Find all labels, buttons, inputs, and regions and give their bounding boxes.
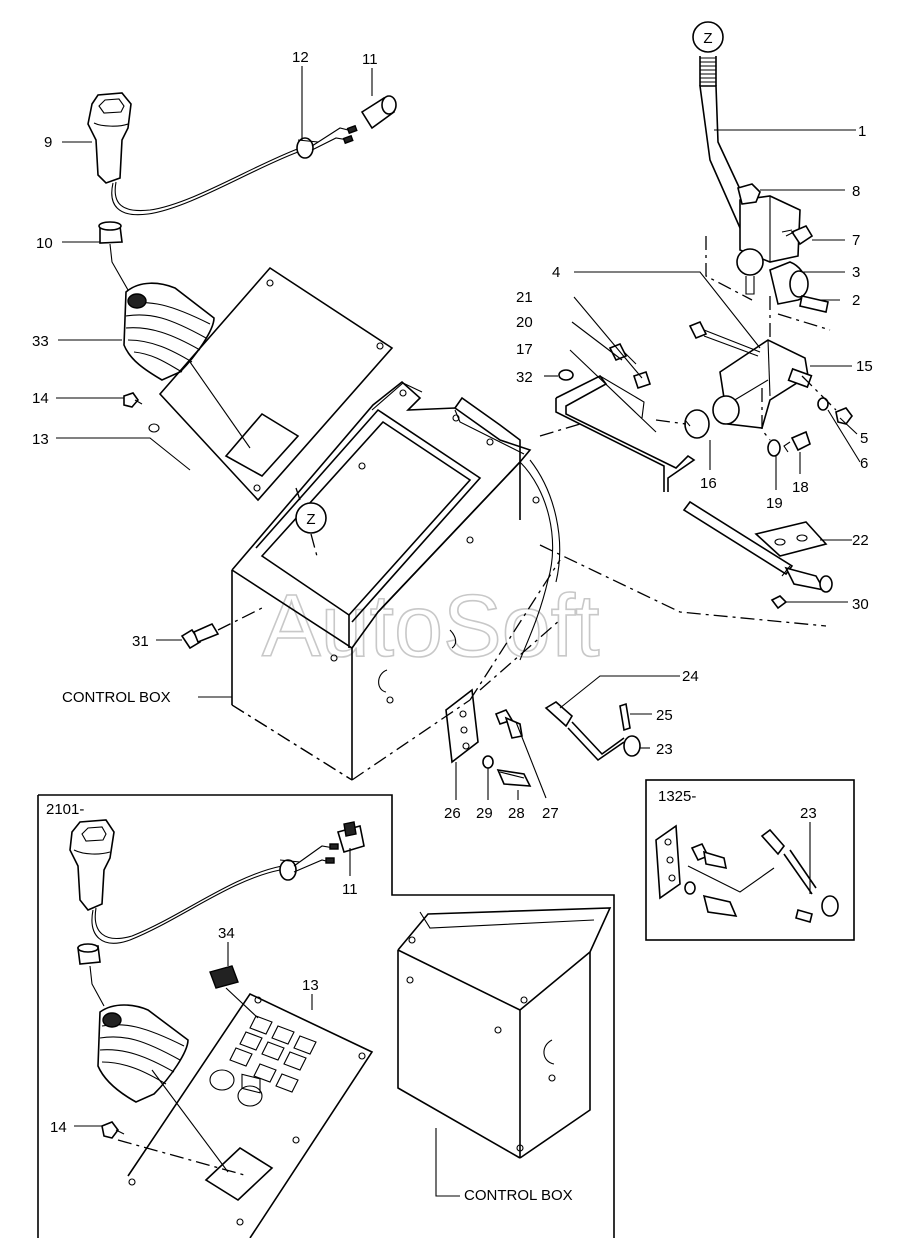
callout-5: 5 [860, 430, 868, 447]
lever-grip-assembly [87, 92, 397, 433]
callout-32: 32 [516, 369, 533, 386]
callout-17: 17 [516, 341, 533, 358]
callout-b23: 23 [800, 805, 817, 822]
callout-30: 30 [852, 596, 869, 613]
callout-26: 26 [444, 805, 461, 822]
variant-label-1325: 1325- [658, 788, 696, 805]
view-marker-top: Z [692, 21, 724, 53]
callout-11: 11 [362, 51, 378, 68]
callout-6: 6 [860, 455, 868, 472]
callout-2: 2 [852, 292, 860, 309]
callout-8: 8 [852, 183, 860, 200]
control-box [231, 380, 561, 781]
view-marker-top-label: Z [703, 30, 712, 47]
callout-b11: 11 [342, 881, 358, 898]
callout-33: 33 [32, 333, 49, 350]
callout-13: 13 [32, 431, 49, 448]
control-box-label-text-1: CONTROL BOX [62, 689, 171, 706]
callout-34: 34 [218, 925, 235, 942]
watermark-text: AutoSoft [262, 576, 600, 675]
bolt-31 [180, 607, 263, 650]
control-box-label-main: CONTROL BOX [62, 689, 232, 706]
callout-10: 10 [36, 235, 53, 252]
callout-21: 21 [516, 289, 533, 306]
callout-9: 9 [44, 134, 52, 151]
cover-plate [158, 266, 394, 502]
callout-b14: 14 [50, 1119, 67, 1136]
switch-plate-assembly [445, 559, 641, 787]
callout-14: 14 [32, 390, 49, 407]
callout-b13: 13 [302, 977, 319, 994]
callout-27: 27 [542, 805, 559, 822]
callout-25: 25 [656, 707, 673, 724]
control-box-label-variant: CONTROL BOX [435, 1128, 573, 1204]
callout-23: 23 [656, 741, 673, 758]
callout-leaders [56, 66, 861, 1127]
callout-29: 29 [476, 805, 493, 822]
callout-1: 1 [858, 123, 866, 140]
callout-20: 20 [516, 314, 533, 331]
callout-12: 12 [292, 49, 309, 66]
callout-numbers: 1 2 3 4 5 6 7 8 9 10 11 12 13 14 15 16 1… [32, 49, 873, 1136]
view-marker-box: Z [295, 487, 327, 561]
callout-3: 3 [852, 264, 860, 281]
callout-19: 19 [766, 495, 783, 512]
variant-label-2101: 2101- [46, 801, 84, 818]
view-marker-box-label: Z [306, 511, 315, 528]
variant-box-1325: 1325- [645, 779, 855, 941]
callout-31: 31 [132, 633, 149, 650]
variant-box-2101: 2101- [37, 794, 615, 1238]
callout-24: 24 [682, 668, 699, 685]
control-lever-assembly [699, 56, 831, 372]
callout-28: 28 [508, 805, 525, 822]
switch-cutouts [241, 1073, 261, 1094]
control-box-label-text-2: CONTROL BOX [464, 1187, 573, 1204]
rod-and-switch-assembly [539, 500, 833, 627]
callout-4: 4 [552, 264, 560, 281]
callout-15: 15 [856, 358, 873, 375]
callout-22: 22 [852, 532, 869, 549]
callout-18: 18 [792, 479, 809, 496]
mounting-bracket-assembly [539, 320, 853, 492]
callout-16: 16 [700, 475, 717, 492]
callout-7: 7 [852, 232, 860, 249]
